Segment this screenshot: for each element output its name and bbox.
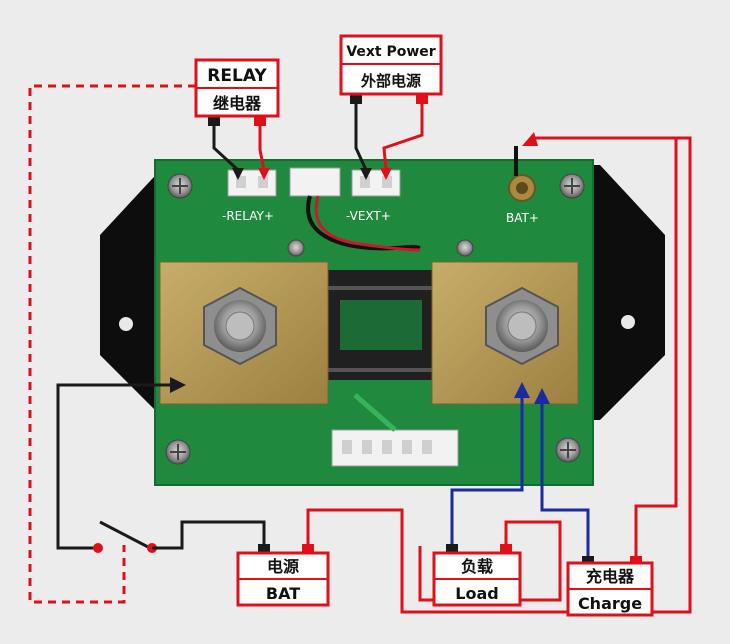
relay-label-zh: 继电器	[213, 94, 262, 113]
vext-positive-wire	[382, 98, 424, 171]
bat-label-zh: 电源	[267, 557, 299, 576]
load-negative-wire	[450, 390, 524, 548]
load-label-en: Load	[455, 584, 498, 603]
mounting-hole-left	[119, 317, 133, 331]
battery-negative-wire	[56, 383, 182, 550]
relay-label-box: RELAY 继电器	[194, 58, 280, 118]
middle-connector	[289, 167, 341, 197]
bat-plus-silkscreen: BAT+	[506, 211, 539, 225]
screw-icon	[167, 173, 193, 199]
vext-label-zh: 外部电源	[360, 72, 421, 90]
bolt-right	[485, 286, 559, 366]
bat-label-en: BAT	[266, 584, 300, 603]
charge-positive-wire	[634, 138, 678, 560]
relay-label-en: RELAY	[207, 66, 267, 86]
vext-label-en: Vext Power	[346, 44, 435, 60]
load-label-box: 负载 Load	[432, 551, 522, 607]
bolt-left	[203, 286, 277, 366]
vext-negative-wire	[354, 98, 368, 171]
bottom-connector	[331, 429, 459, 467]
screw-icon	[555, 437, 581, 463]
bat-plus-terminal	[508, 174, 536, 202]
relay-negative-wire	[212, 120, 240, 172]
screw-icon	[165, 439, 191, 465]
charge-label-en: Charge	[578, 594, 642, 613]
relay-switch	[99, 520, 151, 550]
charge-label-box: 充电器 Charge	[566, 561, 654, 617]
vext-port-silkscreen: -VEXT+	[346, 209, 391, 223]
bat-label-box: 电源 BAT	[236, 551, 330, 607]
bat-positive-wire	[306, 136, 692, 614]
vext-connector	[351, 169, 401, 197]
load-positive-wire	[418, 520, 562, 602]
load-label-zh: 负载	[461, 557, 493, 576]
screw-icon	[559, 173, 585, 199]
mounting-hole-right	[621, 315, 635, 329]
charge-negative-wire	[540, 396, 590, 560]
charge-label-zh: 充电器	[586, 567, 635, 586]
vext-label-box: Vext Power 外部电源	[339, 34, 443, 96]
relay-positive-wire	[258, 120, 266, 171]
relay-port-silkscreen: -RELAY+	[222, 209, 274, 223]
